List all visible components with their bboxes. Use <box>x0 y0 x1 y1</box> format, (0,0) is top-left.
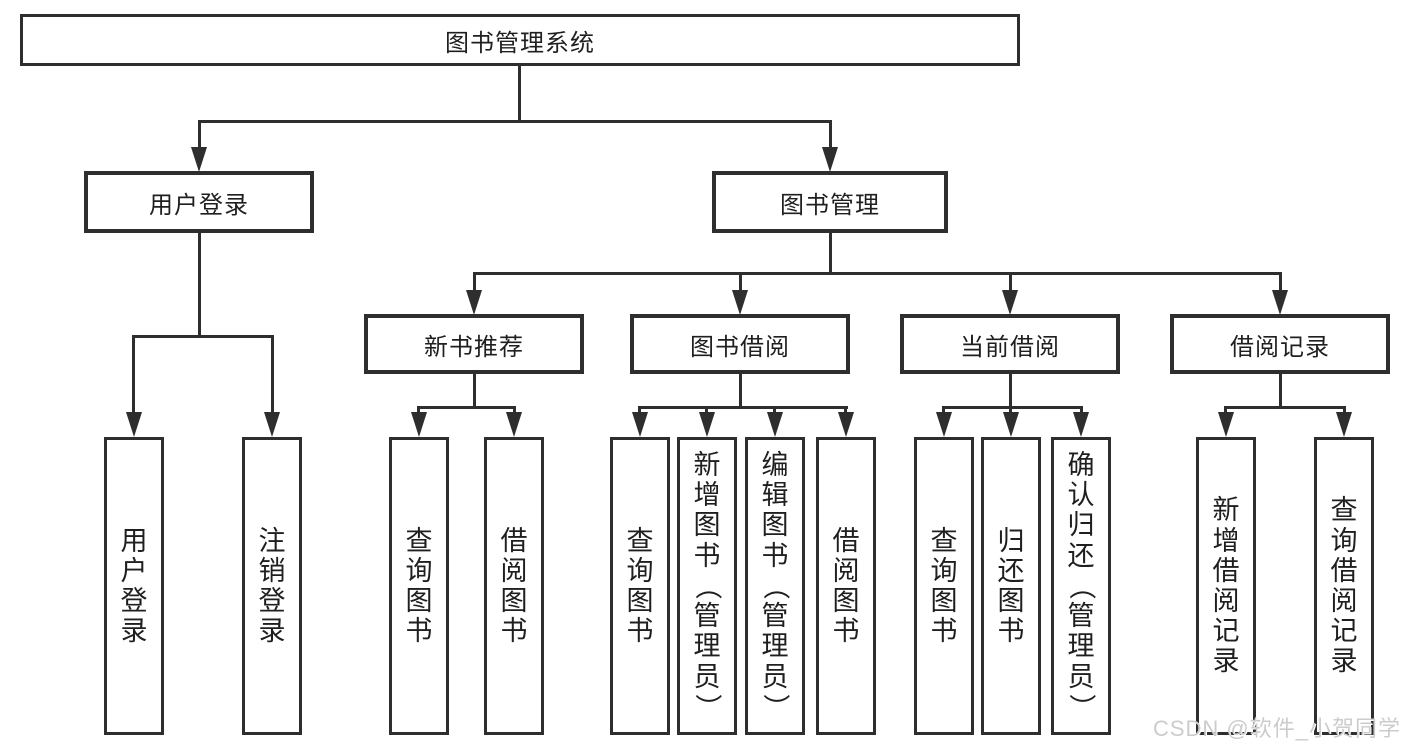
connector-borrowing-stem <box>739 374 742 408</box>
arrow-down-icon <box>466 290 482 315</box>
arrow-down-icon <box>191 147 207 172</box>
arrow-down-icon <box>264 412 280 437</box>
connector-user-login-drop-1 <box>132 335 135 413</box>
leaf-query-borrow-record: 查询借阅记录 <box>1314 437 1374 735</box>
connector-borrowing-drop-1 <box>638 406 641 416</box>
connector-newbook-drop-1 <box>417 406 420 416</box>
leaf-add-books-admin: 新增图书（管理员） <box>677 437 737 735</box>
connector-book-mgmt-stem <box>829 233 832 272</box>
connector-current-drop-3 <box>1080 406 1083 416</box>
arrow-down-icon <box>506 412 522 437</box>
node-borrowing-records: 借阅记录 <box>1170 314 1390 374</box>
leaf-query-borrow-record-label: 查询借阅记录 <box>1330 495 1358 677</box>
leaf-query-books-borrowing: 查询图书 <box>610 437 670 735</box>
leaf-edit-books-admin-label: 编辑图书（管理员） <box>760 449 791 721</box>
connector-book-mgmt-drop-2 <box>739 272 742 294</box>
connector-book-mgmt-drop-4 <box>1279 272 1282 294</box>
leaf-user-login-label: 用户登录 <box>120 525 148 647</box>
node-book-management: 图书管理 <box>712 171 948 233</box>
leaf-query-books-current: 查询图书 <box>914 437 974 735</box>
arrow-down-icon <box>1003 412 1019 437</box>
connector-root-rail <box>198 120 832 123</box>
leaf-query-books-recommend: 查询图书 <box>389 437 449 735</box>
arrow-down-icon <box>126 412 142 437</box>
leaf-user-login: 用户登录 <box>104 437 164 735</box>
arrow-down-icon <box>822 147 838 172</box>
connector-user-login-stem <box>198 233 201 337</box>
connector-root-drop-right <box>829 120 832 152</box>
connector-root-stem <box>518 66 521 120</box>
node-book-borrowing-label: 图书借阅 <box>690 333 790 361</box>
leaf-add-borrow-record-label: 新增借阅记录 <box>1212 495 1240 677</box>
leaf-borrow-books-borrowing-label: 借阅图书 <box>832 525 860 647</box>
connector-book-mgmt-drop-1 <box>473 272 476 294</box>
leaf-logout-label: 注销登录 <box>258 525 286 647</box>
leaf-borrow-books-recommend: 借阅图书 <box>484 437 544 735</box>
connector-book-mgmt-drop-3 <box>1009 272 1012 294</box>
arrow-down-icon <box>1073 412 1089 437</box>
node-user-login: 用户登录 <box>84 171 314 233</box>
leaf-logout: 注销登录 <box>242 437 302 735</box>
arrow-down-icon <box>632 412 648 437</box>
leaf-query-books-recommend-label: 查询图书 <box>405 525 433 647</box>
connector-newbook-rail <box>417 406 516 409</box>
node-book-borrowing: 图书借阅 <box>630 314 850 374</box>
leaf-confirm-return-admin-label: 确认归还（管理员） <box>1066 449 1097 721</box>
connector-records-stem <box>1279 374 1282 408</box>
connector-records-drop-1 <box>1224 406 1227 416</box>
connector-newbook-drop-2 <box>513 406 516 416</box>
connector-borrowing-drop-2 <box>705 406 708 416</box>
arrow-down-icon <box>936 412 952 437</box>
arrow-down-icon <box>1218 412 1234 437</box>
leaf-borrow-books-borrowing: 借阅图书 <box>816 437 876 735</box>
arrow-down-icon <box>1272 290 1288 315</box>
root-node: 图书管理系统 <box>20 14 1020 66</box>
watermark-text: CSDN @软件_小贺同学 <box>1152 716 1401 741</box>
connector-current-stem <box>1009 374 1012 408</box>
connector-records-rail <box>1224 406 1346 409</box>
connector-records-drop-2 <box>1343 406 1346 416</box>
node-new-book-recommendation: 新书推荐 <box>364 314 584 374</box>
connector-borrowing-rail <box>638 406 848 409</box>
connector-book-mgmt-rail <box>473 272 1282 275</box>
arrow-down-icon <box>411 412 427 437</box>
connector-user-login-drop-2 <box>271 335 274 413</box>
node-book-management-label: 图书管理 <box>780 191 880 219</box>
leaf-query-books-current-label: 查询图书 <box>930 525 958 647</box>
root-node-label: 图书管理系统 <box>445 29 595 57</box>
node-borrowing-records-label: 借阅记录 <box>1230 333 1330 361</box>
arrow-down-icon <box>838 412 854 437</box>
arrow-down-icon <box>1336 412 1352 437</box>
arrow-down-icon <box>1002 290 1018 315</box>
connector-current-rail <box>942 406 1083 409</box>
arrow-down-icon <box>699 412 715 437</box>
leaf-edit-books-admin: 编辑图书（管理员） <box>745 437 805 735</box>
node-current-borrowing-label: 当前借阅 <box>960 333 1060 361</box>
connector-current-drop-1 <box>942 406 945 416</box>
connector-borrowing-drop-4 <box>844 406 847 416</box>
arrow-down-icon <box>732 290 748 315</box>
leaf-query-books-borrowing-label: 查询图书 <box>626 525 654 647</box>
leaf-add-borrow-record: 新增借阅记录 <box>1196 437 1256 735</box>
connector-user-login-rail <box>132 335 274 338</box>
leaf-borrow-books-recommend-label: 借阅图书 <box>500 525 528 647</box>
connector-newbook-stem <box>473 374 476 408</box>
connector-current-drop-2 <box>1009 406 1012 416</box>
leaf-confirm-return-admin: 确认归还（管理员） <box>1051 437 1111 735</box>
node-new-book-recommendation-label: 新书推荐 <box>424 333 524 361</box>
connector-root-drop-left <box>198 120 201 152</box>
leaf-add-books-admin-label: 新增图书（管理员） <box>692 449 723 721</box>
leaf-return-books: 归还图书 <box>981 437 1041 735</box>
node-current-borrowing: 当前借阅 <box>900 314 1120 374</box>
arrow-down-icon <box>767 412 783 437</box>
leaf-return-books-label: 归还图书 <box>997 525 1025 647</box>
node-user-login-label: 用户登录 <box>149 191 249 219</box>
connector-borrowing-drop-3 <box>773 406 776 416</box>
